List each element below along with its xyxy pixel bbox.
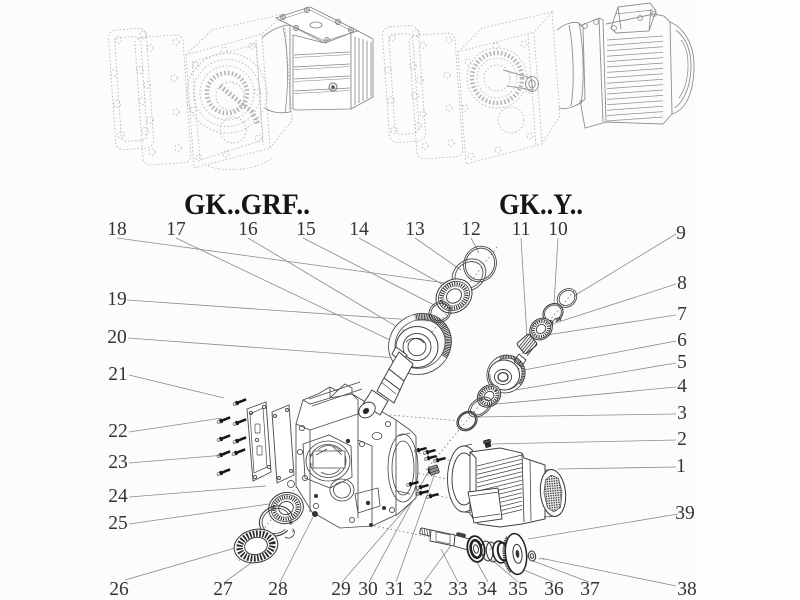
svg-text:15: 15	[296, 219, 316, 240]
svg-text:28: 28	[268, 579, 288, 600]
svg-text:26: 26	[109, 579, 129, 600]
svg-text:10: 10	[548, 219, 568, 240]
svg-text:17: 17	[166, 219, 186, 240]
svg-text:19: 19	[107, 289, 127, 310]
svg-text:16: 16	[238, 219, 258, 240]
svg-text:29: 29	[331, 579, 351, 600]
svg-text:31: 31	[385, 579, 405, 600]
svg-text:24: 24	[108, 486, 128, 507]
svg-text:30: 30	[358, 579, 378, 600]
svg-text:4: 4	[677, 376, 687, 397]
svg-text:18: 18	[107, 219, 127, 240]
svg-text:3: 3	[677, 403, 687, 424]
svg-text:7: 7	[677, 304, 687, 325]
svg-text:GK..GRF..: GK..GRF..	[184, 188, 310, 221]
svg-text:27: 27	[213, 579, 233, 600]
svg-text:36: 36	[544, 579, 564, 600]
svg-text:33: 33	[448, 579, 468, 600]
svg-text:9: 9	[676, 223, 686, 244]
svg-text:8: 8	[677, 273, 687, 294]
svg-text:34: 34	[477, 579, 497, 600]
svg-text:25: 25	[108, 513, 128, 534]
svg-text:6: 6	[677, 330, 687, 351]
svg-text:35: 35	[508, 579, 528, 600]
svg-text:39: 39	[675, 503, 695, 524]
svg-text:37: 37	[580, 579, 600, 600]
svg-text:1: 1	[676, 456, 686, 477]
svg-text:12: 12	[461, 219, 481, 240]
svg-text:GK..Y..: GK..Y..	[499, 188, 583, 221]
svg-text:2: 2	[677, 429, 687, 450]
svg-text:5: 5	[677, 352, 687, 373]
svg-text:20: 20	[107, 327, 127, 348]
svg-text:38: 38	[677, 579, 697, 600]
svg-text:13: 13	[405, 219, 425, 240]
svg-text:22: 22	[108, 421, 128, 442]
svg-text:23: 23	[108, 452, 128, 473]
svg-text:32: 32	[413, 579, 433, 600]
svg-text:11: 11	[512, 219, 531, 240]
svg-text:14: 14	[349, 219, 369, 240]
svg-text:21: 21	[108, 364, 128, 385]
